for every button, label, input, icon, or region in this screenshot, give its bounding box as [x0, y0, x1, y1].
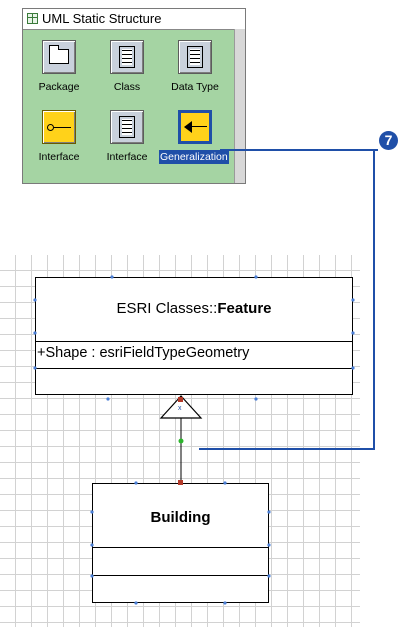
class-feature-attr-divider	[36, 341, 352, 342]
tool-class[interactable]: Class	[91, 32, 163, 102]
data-type-button[interactable]	[178, 40, 212, 74]
class-feature-ops-divider	[36, 368, 352, 369]
palette-title-bar: UML Static Structure	[23, 9, 245, 30]
interface-class-icon	[119, 116, 135, 138]
step-callout-badge: 7	[379, 131, 398, 150]
tool-interface-label: Interface	[38, 151, 80, 163]
class-feature-attribute: +Shape : esriFieldTypeGeometry	[37, 345, 250, 361]
tool-class-label: Class	[113, 81, 141, 93]
tool-data-type[interactable]: Data Type	[159, 32, 231, 102]
tool-generalization-label: Generalization	[159, 150, 229, 164]
class-feature[interactable]: ESRI Classes::Feature +Shape : esriField…	[35, 277, 353, 395]
package-icon	[49, 45, 69, 64]
tool-generalization[interactable]: Generalization	[159, 102, 231, 172]
class-building-name: Building	[150, 509, 211, 526]
tool-package[interactable]: Package	[23, 32, 95, 102]
palette-title: UML Static Structure	[42, 11, 162, 26]
generalization-arrow-icon	[184, 121, 207, 133]
tool-package-label: Package	[38, 81, 80, 93]
class-feature-namespace: ESRI Classes::	[116, 300, 218, 317]
tool-interface-lollipop[interactable]: Interface	[23, 102, 95, 172]
tool-data-type-label: Data Type	[171, 81, 219, 93]
tool-interface-class[interactable]: Interface	[91, 102, 163, 172]
interface-lollipop-button[interactable]	[42, 110, 76, 144]
class-icon	[119, 46, 135, 68]
diagram-canvas[interactable]: ESRI Classes::Feature +Shape : esriField…	[0, 255, 360, 627]
interface-class-button[interactable]	[110, 110, 144, 144]
class-feature-name: ESRI Classes::Feature	[36, 300, 352, 317]
tool-interface-class-label: Interface	[106, 151, 148, 163]
uml-static-structure-palette: UML Static Structure Package Class Data …	[22, 8, 246, 184]
class-building-attr-divider	[93, 547, 268, 548]
palette-scrollbar[interactable]	[234, 29, 245, 183]
interface-lollipop-icon	[47, 124, 71, 131]
grid-icon	[27, 13, 38, 24]
generalization-button[interactable]	[178, 110, 212, 144]
class-building[interactable]: Building	[92, 483, 269, 603]
class-building-ops-divider	[93, 575, 268, 576]
class-feature-classname: Feature	[217, 300, 272, 317]
data-type-icon	[187, 46, 203, 68]
class-button[interactable]	[110, 40, 144, 74]
package-button[interactable]	[42, 40, 76, 74]
